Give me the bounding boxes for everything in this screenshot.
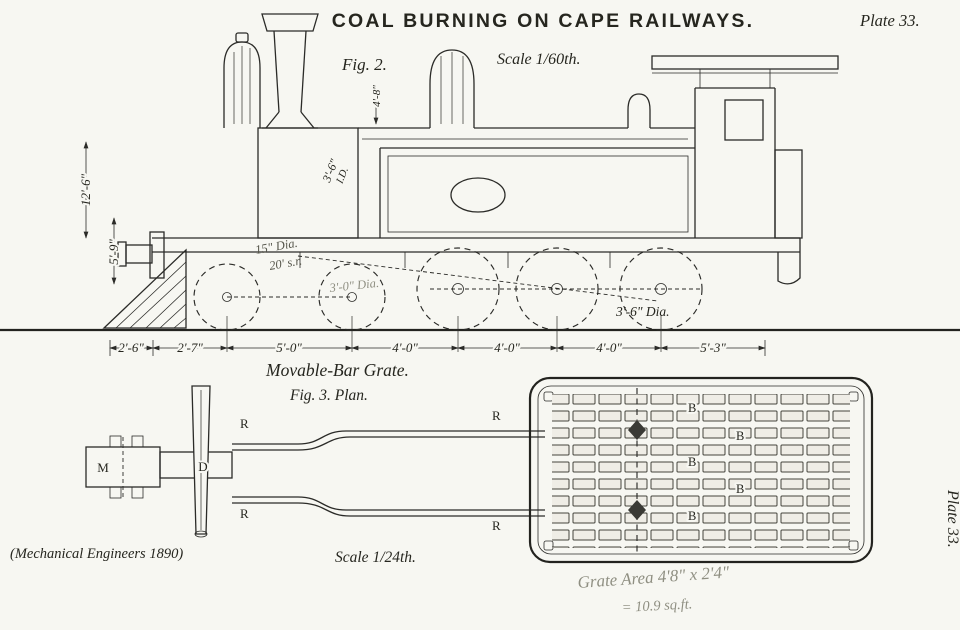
letter-b-1: B <box>688 401 696 415</box>
safety-valve <box>627 93 651 128</box>
dim-chain-5: 4'-0" <box>494 340 520 355</box>
fig2-dimensions: 12'-6" 5'-9" 4'-8" 3'-6" I.D. 15" Dia. 2… <box>76 83 766 357</box>
dim-chain-4: 4'-0" <box>392 340 418 355</box>
letter-d: D <box>198 459 207 474</box>
cowcatcher <box>102 248 187 329</box>
letter-r-3: R <box>240 506 249 521</box>
tank-oval-plate <box>450 177 506 213</box>
dim-chimney-height: 4'-8" <box>371 85 383 107</box>
letter-b-3: B <box>688 455 696 469</box>
grate-crank-1 <box>628 420 646 440</box>
letter-r-2: R <box>492 408 501 423</box>
fig2-scale: Scale 1/60th. <box>497 51 581 68</box>
grate-crank-2 <box>628 500 646 520</box>
plate-number-side: Plate 33. <box>944 489 960 548</box>
operating-lever <box>191 385 211 538</box>
leading-wheel-1 <box>193 263 261 331</box>
chimney <box>261 13 319 129</box>
connecting-rods <box>232 430 545 517</box>
rear-bunker <box>774 149 803 239</box>
plate-number-top: Plate 33. <box>859 11 920 30</box>
grate-outer-frame <box>528 376 874 564</box>
letter-b-2: B <box>736 429 744 443</box>
dim-chain-1: 2'-6" <box>118 340 144 355</box>
dim-chain-7: 5'-3" <box>700 340 726 355</box>
dim-buffer-height: 5'-9" <box>106 239 121 265</box>
leading-wheel-2 <box>318 263 386 331</box>
grate-fire-bars <box>552 394 850 548</box>
dim-chain-6: 4'-0" <box>596 340 622 355</box>
dim-chain-3: 5'-0" <box>276 340 302 355</box>
grate-mechanism: M D R R R R <box>85 385 545 538</box>
note-leading-dia: 3'-0" Dia. <box>328 276 380 295</box>
dimension-chain: 2'-6" 2'-7" 5'-0" 4'-0" 4'-0" 4'-0" 5'-3… <box>109 338 766 357</box>
credit-line: (Mechanical Engineers 1890) <box>10 546 183 562</box>
grate-inner-frame <box>537 385 865 555</box>
fig3-label: Fig. 3. Plan. <box>289 387 368 404</box>
cab <box>651 55 839 239</box>
cab-roof <box>651 55 839 70</box>
dim-chain-2: 2'-7" <box>177 340 203 355</box>
grate-area-note: Grate Area 4'8" x 2'4" <box>577 562 731 592</box>
cab-window <box>724 99 764 141</box>
note-wheel-dia: 15" Dia. <box>254 236 299 257</box>
buffer <box>125 244 153 264</box>
letter-r-1: R <box>240 416 249 431</box>
front-dome <box>223 32 261 128</box>
letter-m: M <box>97 460 109 475</box>
note-spring: 20' s.r. <box>268 253 303 273</box>
side-tank <box>379 147 695 238</box>
boiler <box>358 127 695 140</box>
brake-rigging <box>227 255 700 302</box>
grate-area-result: = 10.9 sq.ft. <box>621 596 692 616</box>
grate-plan: B B B B B <box>528 376 874 564</box>
steam-dome <box>429 49 475 128</box>
locomotive-elevation <box>0 13 960 352</box>
dim-overall-height: 12'-6" <box>78 173 93 206</box>
plate-title: COAL BURNING ON CAPE RAILWAYS. <box>332 10 754 32</box>
note-driver-dia: 3'-6" Dia. <box>615 304 670 319</box>
fig2-label: Fig. 2. <box>341 55 387 74</box>
letter-b-5: B <box>688 509 696 523</box>
letter-r-4: R <box>492 518 501 533</box>
fig3-title: Movable-Bar Grate. <box>265 360 409 380</box>
fig3-scale: Scale 1/24th. <box>335 549 416 566</box>
letter-b-4: B <box>736 482 744 496</box>
